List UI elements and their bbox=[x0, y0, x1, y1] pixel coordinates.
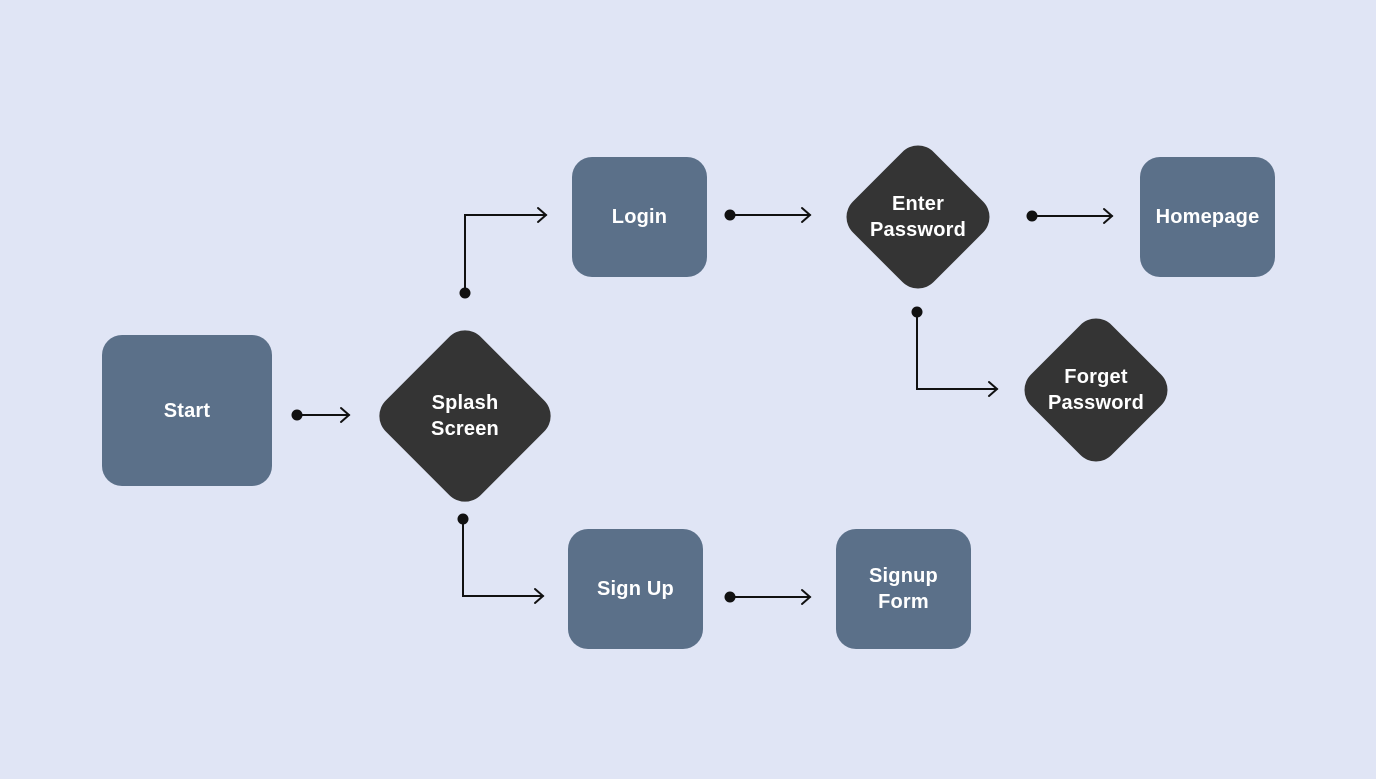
arrowhead bbox=[1103, 208, 1114, 224]
node-forget-password[interactable]: Forget Password bbox=[1015, 309, 1177, 471]
edge-enter-password-to-homepage bbox=[1026, 208, 1114, 224]
node-login[interactable]: Login bbox=[572, 157, 707, 277]
node-forget-password-label: Forget Password bbox=[1047, 366, 1145, 414]
edge-start-to-splash-screen bbox=[291, 407, 351, 423]
connector-line bbox=[916, 311, 998, 390]
edge-login-to-enter-password bbox=[724, 207, 812, 223]
node-splash-screen-label: Splash Screen bbox=[431, 392, 499, 440]
node-splash-screen[interactable]: Splash Screen bbox=[370, 321, 560, 511]
connector-line bbox=[462, 518, 544, 597]
arrowhead bbox=[537, 207, 548, 223]
arrowhead bbox=[801, 207, 812, 223]
node-enter-password[interactable]: Enter Password bbox=[837, 136, 999, 298]
connector-line bbox=[464, 214, 547, 294]
arrowhead bbox=[534, 588, 545, 604]
arrowhead bbox=[340, 407, 351, 423]
node-signup-form[interactable]: Signup Form bbox=[836, 529, 971, 649]
node-homepage[interactable]: Homepage bbox=[1140, 157, 1275, 277]
node-signup-form-label: Signup Form bbox=[869, 565, 938, 613]
arrowhead bbox=[988, 381, 999, 397]
node-enter-password-label: Enter Password bbox=[869, 193, 967, 241]
node-homepage-label: Homepage bbox=[1155, 206, 1260, 228]
node-start[interactable]: Start bbox=[102, 335, 272, 486]
node-login-label: Login bbox=[611, 206, 668, 228]
edge-splash-screen-to-sign-up bbox=[457, 513, 545, 604]
node-sign-up-label: Sign Up bbox=[597, 578, 674, 600]
edge-splash-screen-to-login bbox=[459, 207, 548, 299]
node-sign-up[interactable]: Sign Up bbox=[568, 529, 703, 649]
edge-enter-password-to-forget-password bbox=[911, 306, 999, 397]
arrowhead bbox=[801, 589, 812, 605]
edge-sign-up-to-signup-form bbox=[724, 589, 812, 605]
node-start-label: Start bbox=[163, 399, 211, 422]
